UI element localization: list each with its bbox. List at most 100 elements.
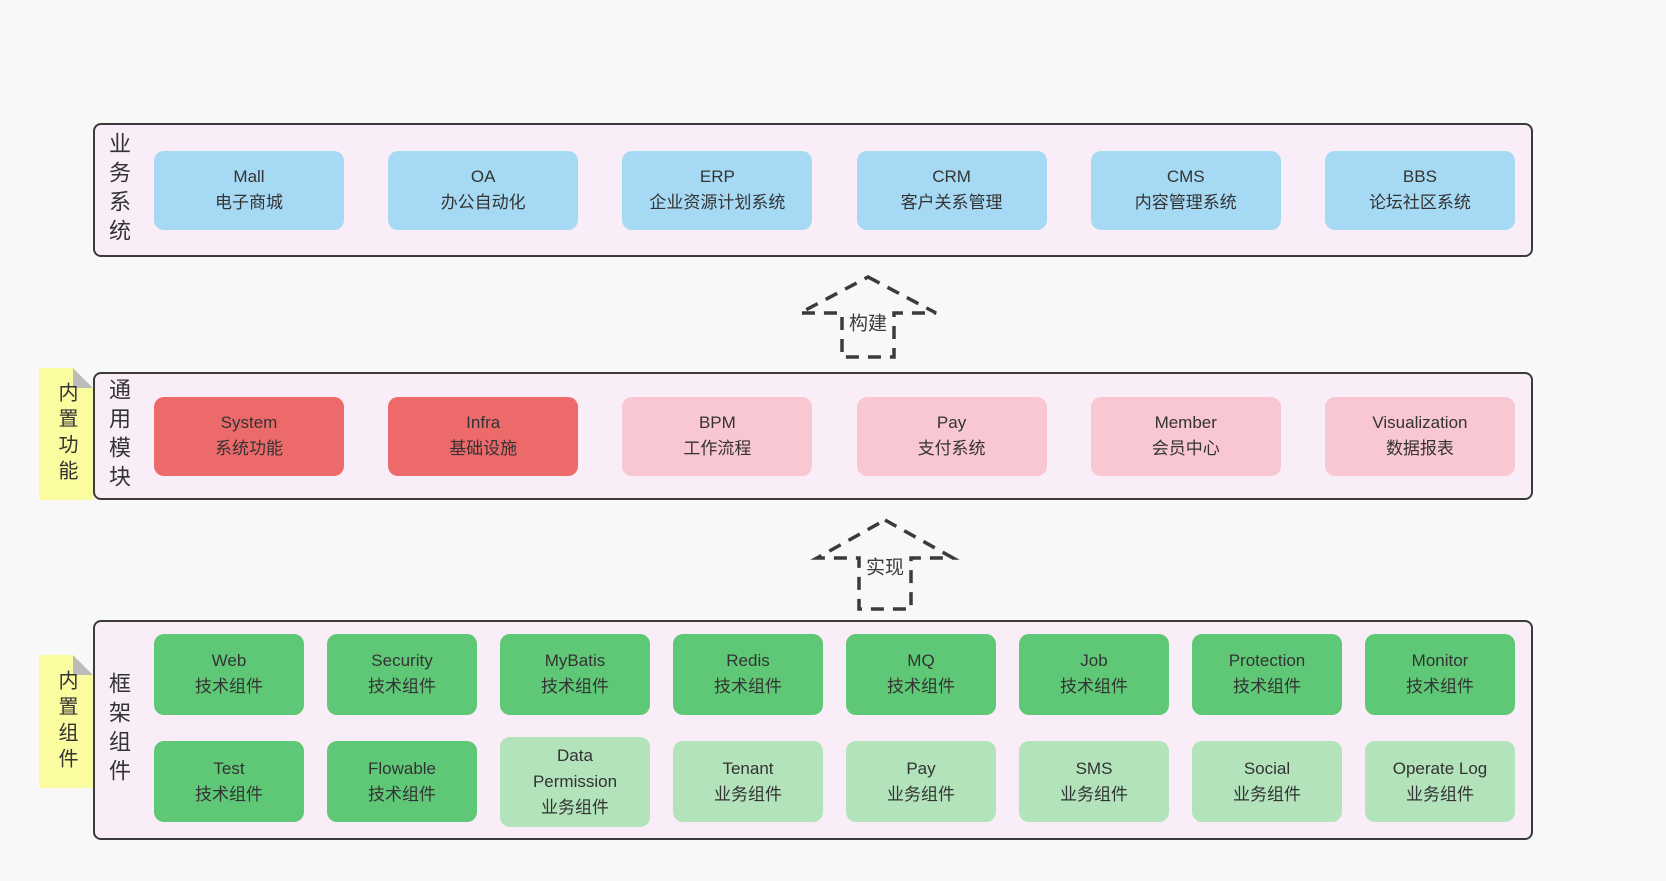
box-mybatis: MyBatis 技术组件 — [500, 633, 650, 715]
box-system-title: System — [220, 413, 278, 432]
box-visualization-subtitle: 数据报表 — [1385, 439, 1454, 458]
implement-arrow-label: 实现 — [861, 551, 909, 581]
box-mall-subtitle: 电子商城 — [215, 193, 283, 212]
box-test-title: Test — [213, 758, 245, 778]
box-flowable-title: Flowable — [367, 758, 437, 778]
framework-row-1: Web 技术组件 Security 技术组件 MyBatis 技术组件 Redi… — [154, 633, 1515, 715]
band-business-systems: 业务系统 Mall 电子商城 OA 办公自动化 ERP 企业资源计划系统 CRM… — [93, 123, 1533, 257]
band-framework-components: 框架组件 Web 技术组件 Security 技术组件 MyBatis 技术组件… — [93, 620, 1533, 840]
box-bbs-title: BBS — [1402, 167, 1437, 186]
box-crm-title: CRM — [932, 167, 971, 186]
box-web-subtitle: 技术组件 — [195, 677, 263, 696]
box-flowable: Flowable 技术组件 — [327, 741, 477, 822]
box-system: System 系统功能 — [154, 396, 344, 476]
box-mq: MQ 技术组件 — [846, 633, 996, 715]
box-oa: OA 办公自动化 — [388, 150, 579, 230]
box-security: Security 技术组件 — [327, 633, 477, 715]
note-built-in-features: 内置功能 — [39, 368, 93, 500]
band-common-modules-content: System 系统功能 Infra 基础设施 BPM 工作流程 Pay 支付系统… — [154, 374, 1515, 498]
box-mall: Mall 电子商城 — [154, 150, 344, 230]
box-crm: CRM 客户关系管理 — [856, 150, 1047, 230]
box-tenant-title: Tenant — [722, 758, 774, 778]
box-redis-title: Redis — [726, 651, 770, 670]
box-member-title: Member — [1154, 413, 1217, 432]
box-tenant: Tenant 业务组件 — [673, 741, 823, 822]
box-protection-title: Protection — [1228, 651, 1306, 670]
box-bbs-subtitle: 论坛社区系统 — [1368, 193, 1471, 212]
box-monitor: Monitor 技术组件 — [1365, 633, 1515, 715]
box-cms: CMS 内容管理系统 — [1090, 150, 1281, 230]
box-web: Web 技术组件 — [154, 633, 304, 715]
box-social: Social 业务组件 — [1192, 741, 1342, 822]
box-visualization: Visualization 数据报表 — [1324, 396, 1515, 476]
box-security-subtitle: 技术组件 — [368, 677, 436, 696]
box-test: Test 技术组件 — [154, 741, 304, 822]
box-operate-log: Operate Log 业务组件 — [1365, 741, 1515, 822]
box-sms-title: SMS — [1075, 758, 1113, 778]
note-built-in-components-label: 内置组件 — [55, 669, 77, 774]
box-job-title: Job — [1080, 651, 1108, 670]
box-web-title: Web — [211, 651, 247, 670]
box-operate-log-title: Operate Log — [1392, 758, 1488, 778]
box-infra: Infra 基础设施 — [388, 396, 579, 476]
box-erp-subtitle: 企业资源计划系统 — [649, 193, 786, 212]
band-framework-components-content: Web 技术组件 Security 技术组件 MyBatis 技术组件 Redi… — [154, 622, 1515, 838]
box-job-subtitle: 技术组件 — [1060, 677, 1128, 696]
box-mybatis-subtitle: 技术组件 — [541, 677, 609, 696]
box-pay-module-subtitle: 支付系统 — [917, 439, 986, 458]
box-security-title: Security — [371, 651, 433, 670]
box-bpm-title: BPM — [698, 413, 736, 432]
box-monitor-title: Monitor — [1411, 651, 1469, 670]
box-pay-component-subtitle: 业务组件 — [887, 784, 955, 804]
box-oa-title: OA — [470, 167, 496, 186]
box-flowable-subtitle: 技术组件 — [368, 784, 436, 804]
box-cms-subtitle: 内容管理系统 — [1134, 193, 1237, 212]
box-pay-module: Pay 支付系统 — [856, 396, 1047, 476]
box-data-permission-title: Data Permission — [532, 745, 618, 791]
box-system-subtitle: 系统功能 — [215, 439, 283, 458]
band-business-systems-content: Mall 电子商城 OA 办公自动化 ERP 企业资源计划系统 CRM 客户关系… — [154, 125, 1515, 255]
box-sms-subtitle: 业务组件 — [1060, 784, 1128, 804]
band-business-systems-label: 业务系统 — [106, 132, 131, 248]
box-monitor-subtitle: 技术组件 — [1406, 677, 1474, 696]
box-test-subtitle: 技术组件 — [195, 784, 263, 804]
box-cms-title: CMS — [1166, 167, 1205, 186]
implement-arrow-icon — [810, 517, 960, 611]
box-infra-subtitle: 基础设施 — [449, 439, 518, 458]
box-infra-title: Infra — [466, 413, 501, 432]
box-redis: Redis 技术组件 — [673, 633, 823, 715]
box-oa-subtitle: 办公自动化 — [440, 193, 526, 212]
box-sms: SMS 业务组件 — [1019, 741, 1169, 822]
box-pay-component: Pay 业务组件 — [846, 741, 996, 822]
band-common-modules: 通用模块 System 系统功能 Infra 基础设施 BPM 工作流程 Pay… — [93, 372, 1533, 500]
box-member-subtitle: 会员中心 — [1151, 439, 1220, 458]
band-common-modules-label: 通用模块 — [106, 378, 131, 494]
note-built-in-components: 内置组件 — [39, 655, 93, 788]
box-redis-subtitle: 技术组件 — [714, 677, 782, 696]
build-arrow-label: 构建 — [844, 307, 892, 337]
box-pay-component-title: Pay — [906, 758, 936, 778]
box-pay-module-title: Pay — [936, 413, 967, 432]
box-tenant-subtitle: 业务组件 — [714, 784, 782, 804]
box-social-subtitle: 业务组件 — [1233, 784, 1301, 804]
box-crm-subtitle: 客户关系管理 — [900, 193, 1003, 212]
box-bpm: BPM 工作流程 — [622, 396, 813, 476]
note-built-in-features-label: 内置功能 — [55, 382, 77, 486]
box-social-title: Social — [1243, 758, 1291, 778]
build-arrow-icon — [799, 275, 937, 359]
band-framework-components-label: 框架组件 — [106, 672, 131, 788]
box-mybatis-title: MyBatis — [544, 651, 606, 670]
box-mq-title: MQ — [907, 651, 935, 670]
box-erp: ERP 企业资源计划系统 — [622, 150, 813, 230]
box-operate-log-subtitle: 业务组件 — [1406, 784, 1474, 804]
box-mq-subtitle: 技术组件 — [887, 677, 955, 696]
box-bpm-subtitle: 工作流程 — [683, 439, 752, 458]
box-data-permission: Data Permission 业务组件 — [500, 736, 650, 827]
box-visualization-title: Visualization — [1372, 413, 1468, 432]
framework-row-2: Test 技术组件 Flowable 技术组件 Data Permission … — [154, 736, 1515, 827]
box-protection: Protection 技术组件 — [1192, 633, 1342, 715]
box-mall-title: Mall — [233, 167, 265, 186]
box-protection-subtitle: 技术组件 — [1233, 677, 1301, 696]
box-job: Job 技术组件 — [1019, 633, 1169, 715]
box-member: Member 会员中心 — [1090, 396, 1281, 476]
